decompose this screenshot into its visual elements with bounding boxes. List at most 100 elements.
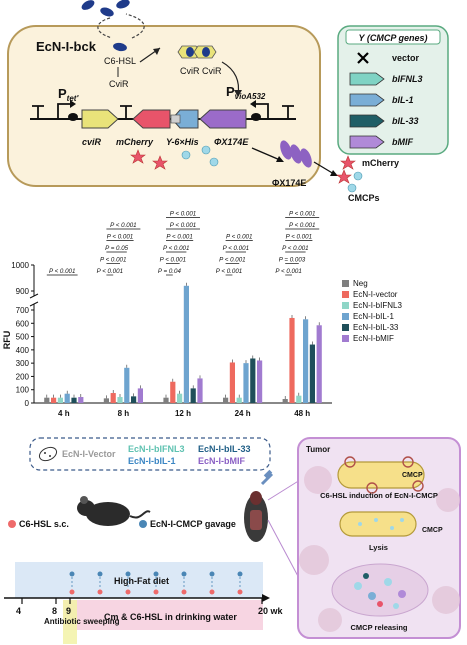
legend-swatch [342, 313, 349, 320]
significance-label: P < 0.001 [286, 234, 312, 241]
bar-ecn-i-bifnl3-48h [296, 395, 302, 403]
mcherry-output-label: mCherry [362, 158, 399, 168]
ybox-item-label: bIL-1 [392, 95, 414, 105]
gene-mcherry [132, 109, 171, 129]
c6hsl-marker [153, 589, 159, 595]
legend-bifnl3: EcN-I-bIFNL3 [128, 444, 185, 454]
mouse-icon-right [244, 469, 274, 542]
c6hsl-marker [237, 589, 243, 595]
ybox-item-label: bIL-33 [392, 116, 419, 126]
x-tick-label: 48 h [294, 409, 310, 418]
strain-legend-box [29, 437, 271, 471]
cmcp-membrane-marks-1 [344, 456, 424, 494]
x-tick-label: 24 h [235, 409, 251, 418]
significance-label: P = 0.003 [279, 257, 306, 264]
legend-bmif: EcN-I-bMIF [198, 456, 245, 466]
antibiotic-band [63, 600, 77, 644]
panel-a-circuit: EcN-I-bck C6-HSL CviR CviR CviR Ptet' [7, 0, 449, 203]
release-arrow [313, 161, 335, 175]
gavage-marker [209, 571, 215, 577]
y-tick-label: 500 [16, 333, 30, 342]
cmcp-dots-outside [347, 171, 363, 193]
legend-label: EcN-I-bIL-33 [353, 323, 399, 332]
bar-neg-24h [223, 397, 229, 403]
ybox-item-label: bIFNL3 [392, 74, 423, 84]
significance-label: P < 0.001 [170, 222, 196, 229]
axis-break-gap [30, 296, 38, 304]
zoom-line-bottom [267, 519, 301, 581]
bar-ecn-i-bmif-12h [197, 378, 203, 403]
gavage-dot [139, 520, 147, 528]
bacterium-induction [337, 461, 425, 489]
hfd-label: High-Fat diet [114, 576, 169, 586]
y-tick-label: 700 [16, 306, 30, 315]
bar-ecn-i-bil-1-12h [183, 285, 189, 403]
legend-label: EcN-I-bIFNL3 [353, 301, 402, 310]
significance-label: P < 0.001 [226, 234, 252, 241]
y-tick-label: 1000 [11, 261, 29, 270]
c6hsl-sc-label: C6-HSL s.c. [19, 519, 69, 529]
ybox-gene-arrow-icon [349, 114, 385, 128]
bar-neg-48h [282, 399, 288, 403]
gavage-marker [97, 571, 103, 577]
legend-swatch [342, 324, 349, 331]
bar-ecn-i-vector-24h [229, 362, 235, 403]
significance-label: P < 0.001 [49, 268, 75, 275]
significance-label: P = 0.05 [105, 245, 129, 252]
significance-label: P < 0.001 [107, 234, 133, 241]
bar-ecn-i-bil-1-48h [303, 319, 309, 403]
y-axis-label: RFU [2, 331, 12, 350]
legend-label: EcN-I-bIL-1 [353, 312, 394, 321]
c6hsl-marker [97, 589, 103, 595]
significance-label: P < 0.001 [275, 268, 301, 275]
cvir-pair-label: CviR CviR [180, 66, 222, 76]
significance-label: P = 0.04 [158, 268, 182, 275]
legend-label: EcN-I-bMIF [353, 334, 394, 343]
bar-ecn-i-bil-1-24h [243, 363, 249, 403]
legend-label: Neg [353, 279, 368, 288]
bacteria-icon [38, 446, 58, 462]
ptet-promoter-label: Ptet' [58, 86, 79, 103]
legend-bil1: EcN-I-bIL-1 [128, 456, 176, 466]
c6hsl-marker [125, 589, 131, 595]
ecn-cell [7, 25, 321, 187]
gavage-marker [125, 571, 131, 577]
lysis-arrow [251, 147, 281, 161]
panel-c-schedule: EcN-I-Vector EcN-I-bIFNL3 EcN-I-bIL-33 E… [4, 437, 461, 644]
ybox-gene-arrow-icon [349, 135, 385, 149]
timeline-ticks [21, 598, 263, 604]
gene-label-cvir: cviR [82, 137, 102, 147]
c6hsl-marker [209, 589, 215, 595]
significance-label: P < 0.001 [219, 257, 245, 264]
c6hsl-dot [8, 520, 16, 528]
bar-ecn-i-bil-33-4h [71, 397, 77, 403]
tick-label-8: 8 [52, 606, 57, 616]
ybox-gene-arrow-icon [349, 72, 385, 86]
significance-label: P < 0.001 [110, 222, 136, 229]
cmcp-release-particles [354, 573, 406, 609]
bar-ecn-i-bifnl3-8h [117, 397, 123, 403]
c6hsl-molecules [81, 0, 130, 52]
c6hsl-marker [181, 589, 187, 595]
ybox [337, 25, 449, 155]
y-tick-label: 600 [16, 319, 30, 328]
phage-protein-label: ΦX174E [272, 178, 306, 188]
bar-ecn-i-vector-4h [51, 397, 57, 403]
significance-label: P < 0.001 [223, 245, 249, 252]
y-tick-label: 0 [25, 399, 30, 408]
rbs-2 [251, 113, 261, 121]
significance-label: P < 0.001 [160, 257, 186, 264]
hfd-band [15, 562, 263, 598]
bar-ecn-i-bifnl3-24h [236, 397, 242, 403]
timeline-events [69, 571, 243, 595]
bacterium-lysis [339, 511, 417, 537]
mcherry-stars-outside [336, 155, 356, 184]
significance-label: P < 0.001 [282, 245, 308, 252]
bar-ecn-i-bil-33-48h [309, 344, 315, 403]
ybox-title: Y (CMCP genes) [358, 33, 427, 43]
cmcp-release-cluster [331, 563, 429, 617]
significance-label: P < 0.001 [170, 211, 196, 218]
y-tick-label: 100 [16, 386, 30, 395]
significance-label: P < 0.001 [289, 211, 315, 218]
